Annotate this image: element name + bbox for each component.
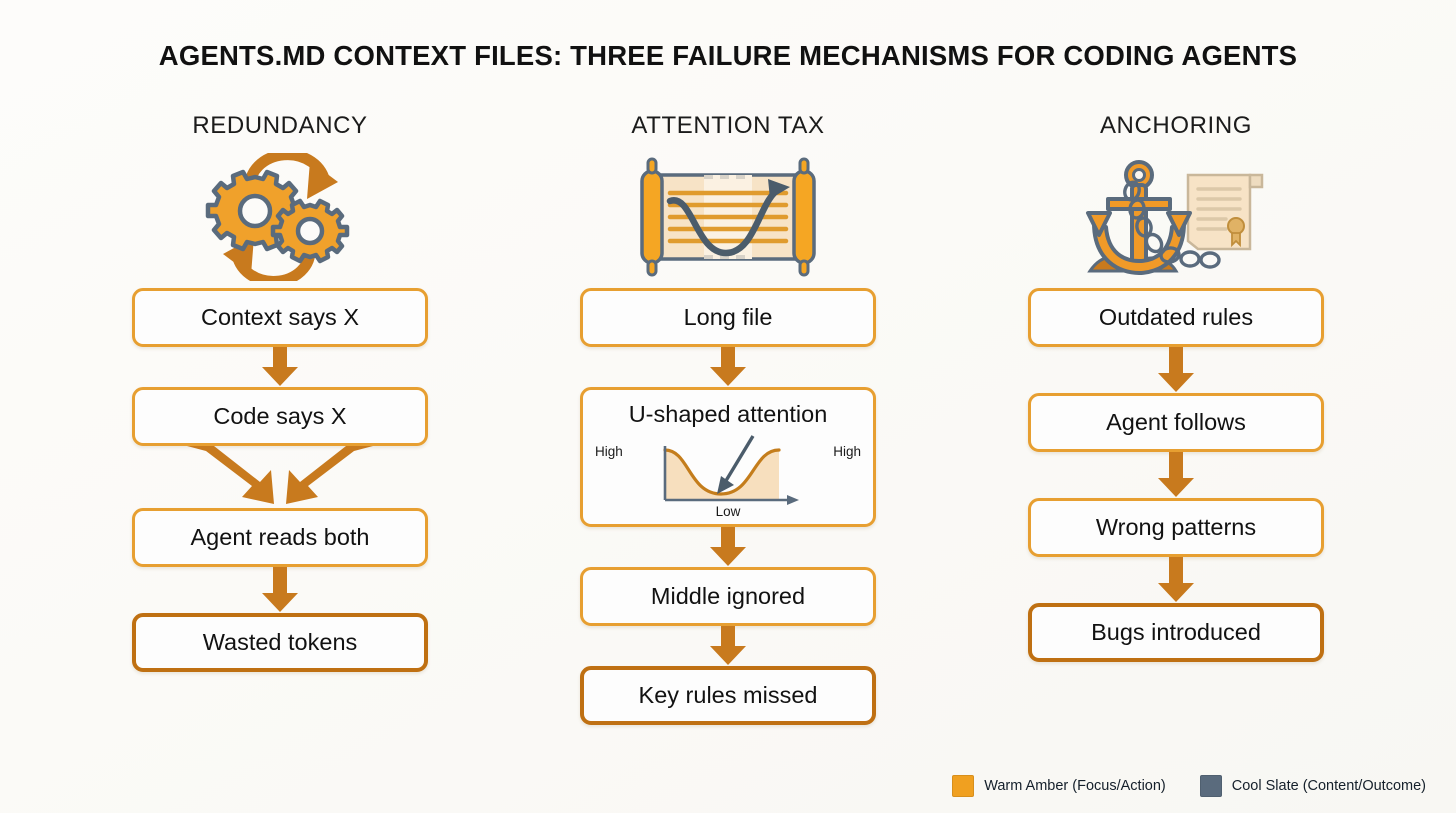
flow-redundancy: Context says X Code says X Agen (132, 288, 428, 672)
flow-anchoring: Outdated rules Agent follows Wrong patte… (1028, 288, 1324, 662)
column-attention-tax: ATTENTION TAX (580, 112, 876, 725)
legend-item: Cool Slate (Content/Outcome) (1199, 775, 1426, 797)
amber-swatch (952, 775, 975, 797)
connector-straight-down-arrow (1154, 452, 1198, 498)
flow-node[interactable]: Agent reads both (132, 508, 428, 567)
column-heading-redundancy: REDUNDANCY (192, 112, 368, 139)
legend-label: Cool Slate (Content/Outcome) (1231, 778, 1426, 794)
mini-chart-u-shape: High High Low (593, 432, 863, 519)
flow-node-final[interactable]: Wasted tokens (132, 613, 428, 672)
slate-swatch (1199, 775, 1222, 797)
legend-item: Warm Amber (Focus/Action) (952, 775, 1166, 797)
scroll-u-curve-icon (630, 146, 826, 288)
flow-node[interactable]: Wrong patterns (1028, 498, 1324, 557)
page-title: AGENTS.MD CONTEXT FILES: THREE FAILURE M… (158, 40, 1298, 71)
two-gears-cycle-icon (205, 146, 355, 288)
flow-node-label: U-shaped attention (628, 401, 828, 427)
columns-container: REDUNDANCY (0, 112, 1456, 725)
connector-straight-down-arrow (1154, 347, 1198, 393)
flow-node[interactable]: Context says X (132, 288, 428, 347)
connector-split-converging-arrows (132, 446, 428, 508)
flow-node[interactable]: Code says X (132, 387, 428, 446)
connector-straight-down-arrow (706, 527, 750, 567)
flow-node-u-shaped-attention[interactable]: U-shaped attention High High Low (580, 387, 876, 527)
anchor-chain-scroll-icon (1076, 146, 1276, 288)
column-heading-attention-tax: ATTENTION TAX (631, 112, 825, 139)
flow-node[interactable]: Long file (580, 288, 876, 347)
column-redundancy: REDUNDANCY (132, 112, 428, 725)
mini-chart-label-left: High (595, 444, 623, 460)
legend-label: Warm Amber (Focus/Action) (984, 778, 1166, 794)
flow-node[interactable]: Middle ignored (580, 567, 876, 626)
connector-straight-down-arrow (706, 347, 750, 387)
column-heading-anchoring: ANCHORING (1099, 112, 1253, 139)
mini-chart-label-bottom: Low (715, 504, 741, 519)
connector-straight-down-arrow (258, 347, 302, 387)
flow-node[interactable]: Outdated rules (1028, 288, 1324, 347)
flow-node-final[interactable]: Bugs introduced (1028, 603, 1324, 662)
flow-node-final[interactable]: Key rules missed (580, 666, 876, 725)
flow-node[interactable]: Agent follows (1028, 393, 1324, 452)
connector-straight-down-arrow (1154, 557, 1198, 603)
mini-chart-label-right: High (833, 444, 861, 460)
column-anchoring: ANCHORING (1028, 112, 1324, 725)
legend: Warm Amber (Focus/Action) Cool Slate (Co… (952, 775, 1426, 797)
connector-straight-down-arrow (706, 626, 750, 666)
connector-straight-down-arrow (258, 567, 302, 613)
flow-attention-tax: Long file U-shaped attention High High L… (580, 288, 876, 725)
